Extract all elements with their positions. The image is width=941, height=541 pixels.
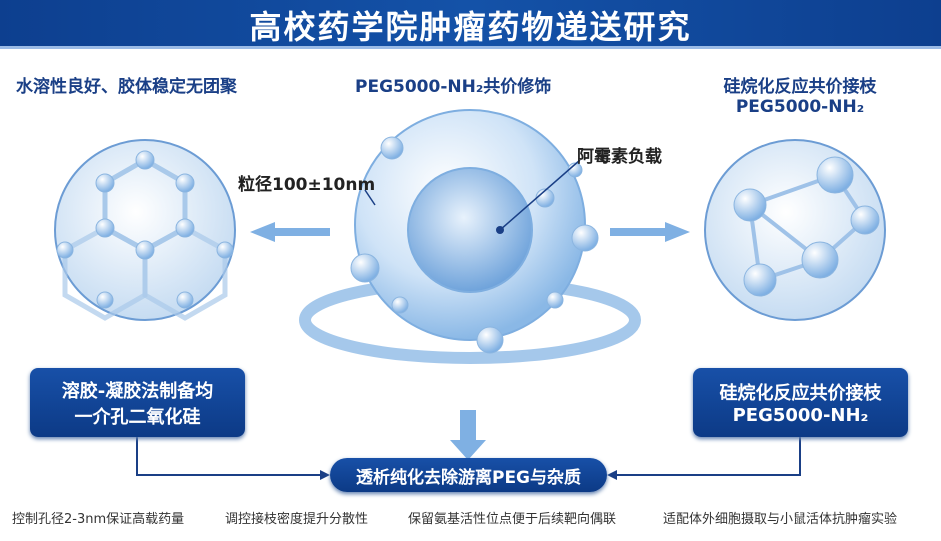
label-particle-size: 粒径100±10nm [238,175,376,195]
label-solubility: 水溶性良好、胶体稳定无团聚 [16,77,237,97]
label-line: 硅烷化反应共价接枝 [723,77,877,97]
box-line: 溶胶-凝胶法制备均 [61,380,214,402]
box-line: 硅烷化反应共价接枝 [719,383,882,404]
box-line: 一介孔二氧化硅 [74,406,201,428]
header-bar [0,0,941,49]
label-line: PEG5000-NH₂ [735,97,865,117]
box-line: PEG5000-NH₂ [732,405,869,426]
footer-note: 控制孔径2-3nm保证高载药量 [12,512,185,527]
step-box-dialysis: 透析纯化去除游离PEG与杂质 [330,458,607,492]
label-peg-modification: PEG5000-NH₂共价修饰 [355,77,552,97]
drug-core [407,167,533,293]
page-title: 高校药学院肿瘤药物递送研究 [249,8,692,46]
step-box-sol-gel: 溶胶-凝胶法制备均一介孔二氧化硅 [30,368,245,437]
footer-note: 保留氨基活性位点便于后续靶向偶联 [408,512,617,527]
footer-note: 适配体外细胞摄取与小鼠活体抗肿瘤实验 [663,512,898,527]
bubbles [350,136,599,354]
label-doxorubicin: 阿霉素负载 [577,147,662,167]
footer-note: 调控接枝密度提升分散性 [225,512,369,527]
